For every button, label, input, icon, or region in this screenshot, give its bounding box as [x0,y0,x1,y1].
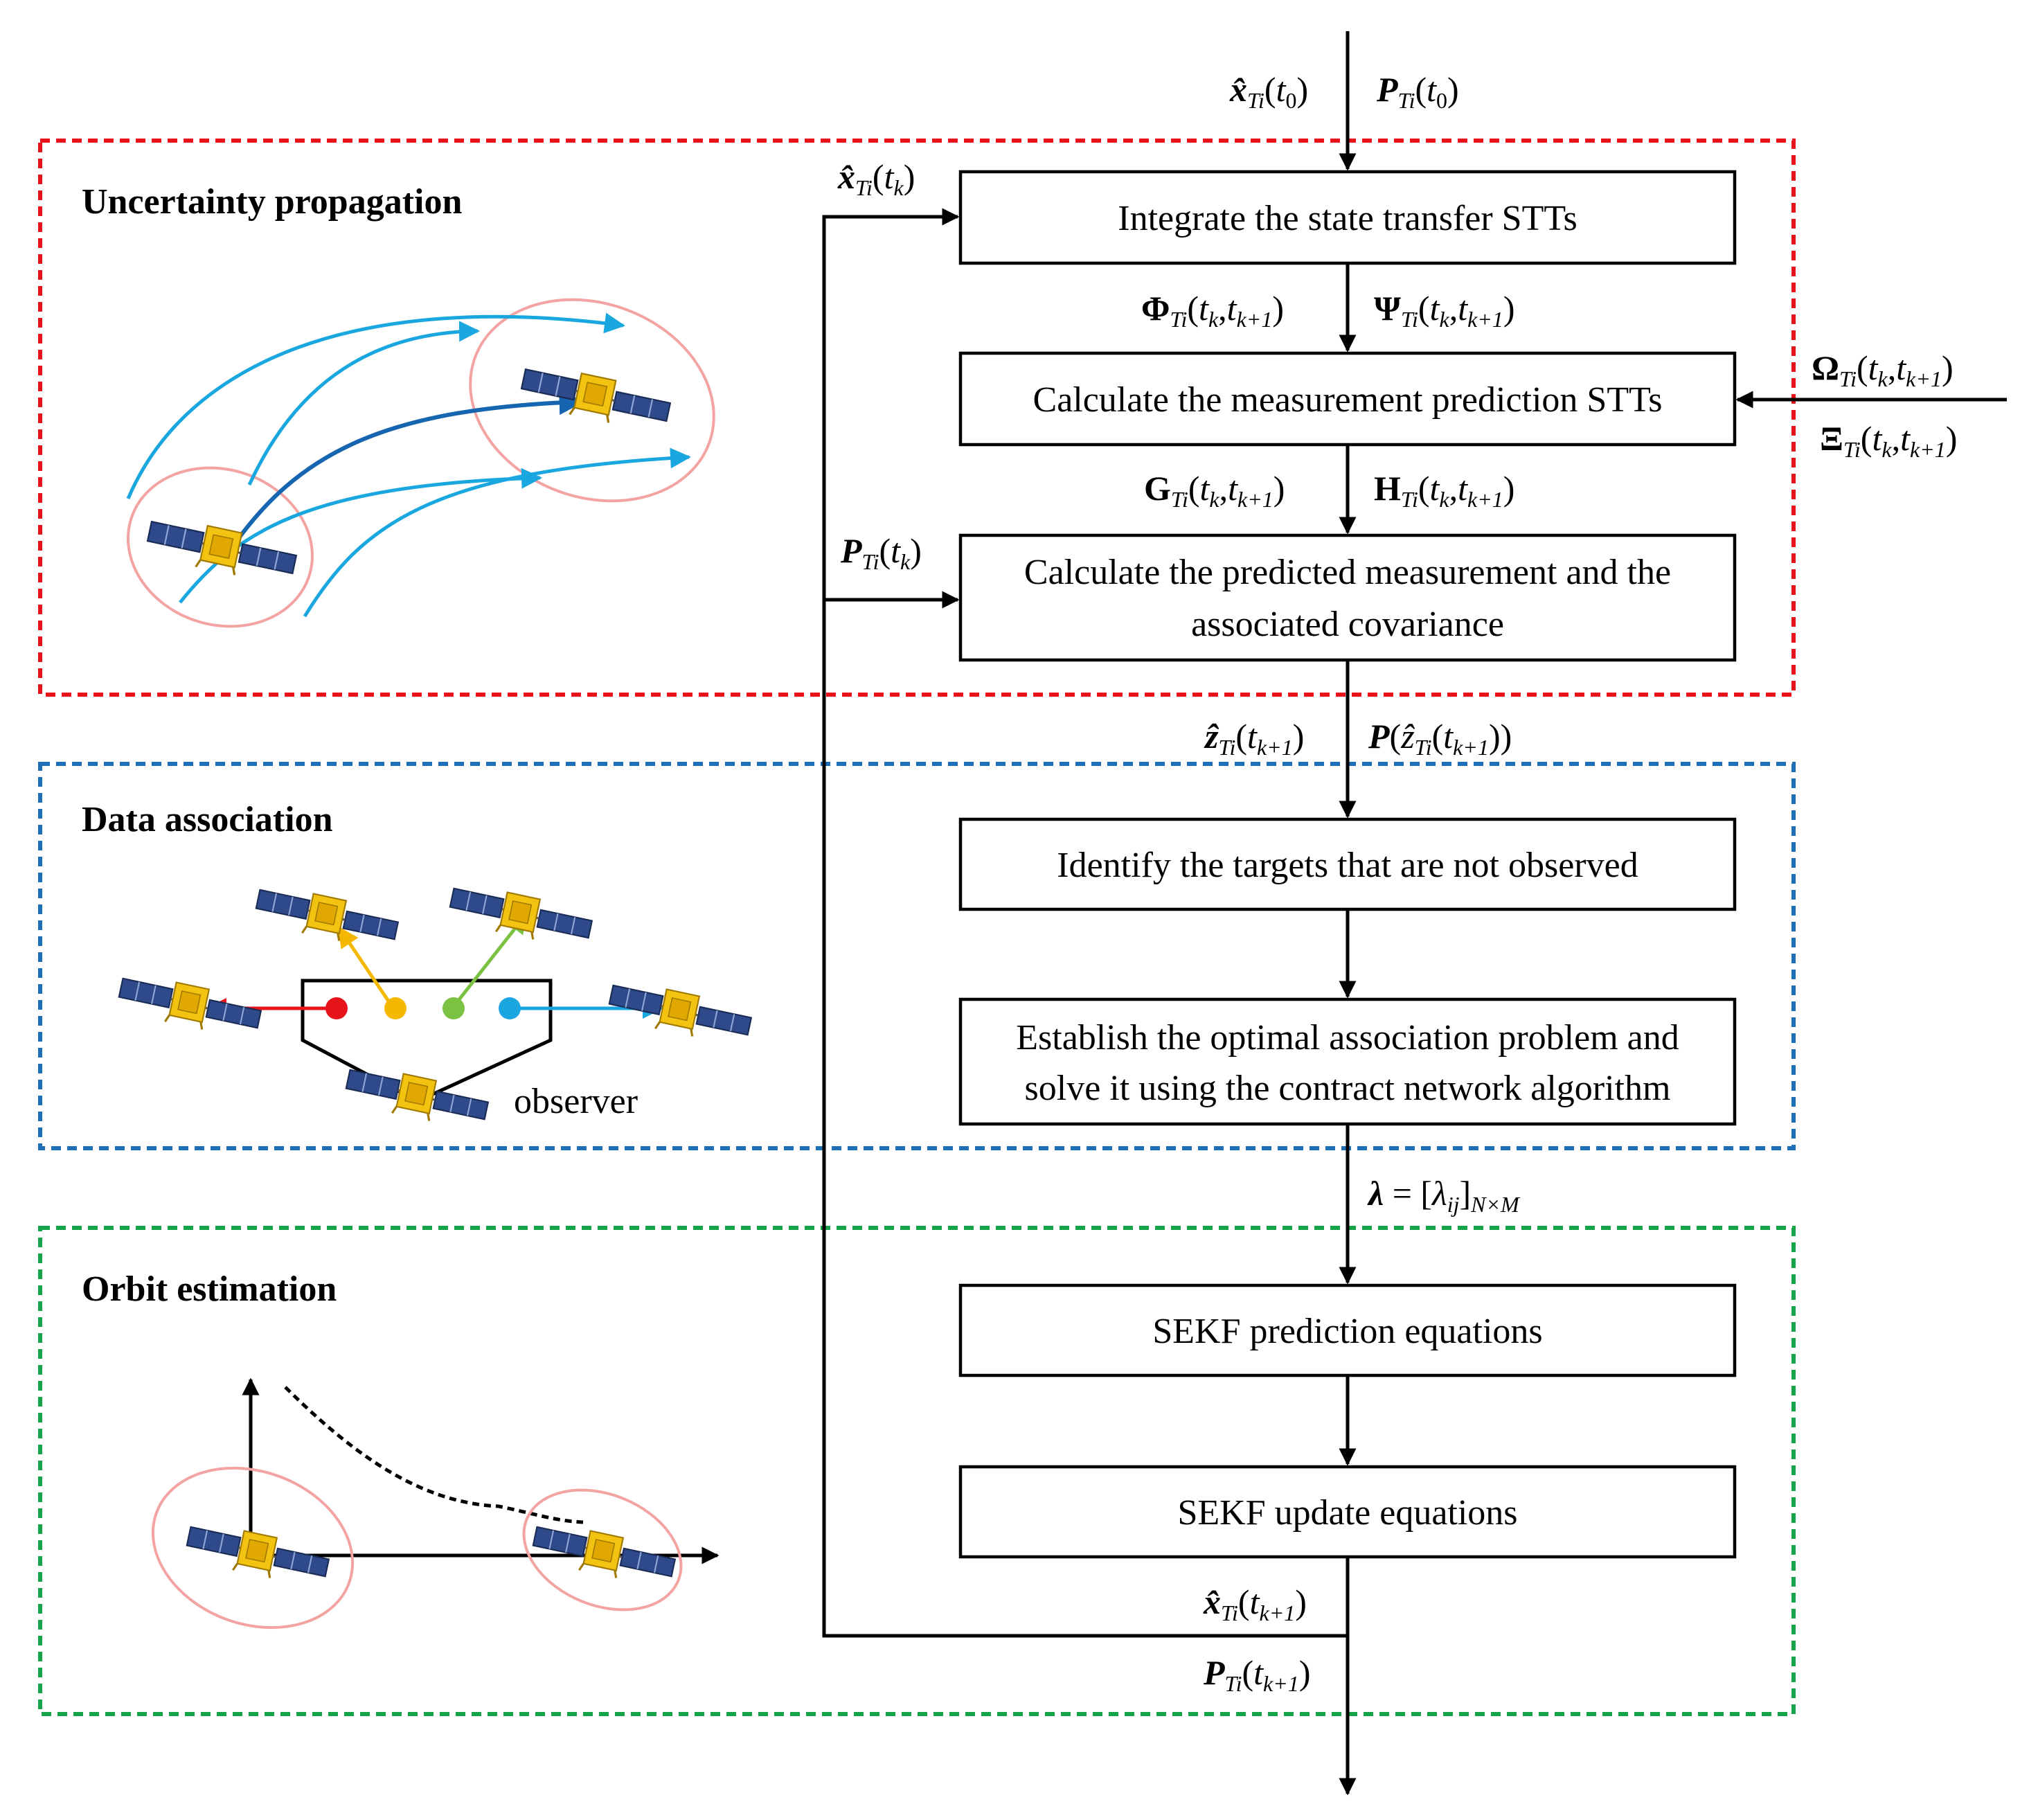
box-sekf-prediction-label: SEKF prediction equations [1152,1312,1542,1351]
box-sekf-update: SEKF update equations [958,1465,1737,1559]
label-z-hat: ẑTi(tk+1) [1204,717,1304,760]
orbit-curve-3 [226,390,584,554]
initial-estimate-ellipse [151,1466,355,1630]
uncertainty-panel-border [38,139,1796,697]
observer-field-of-view [301,979,553,1103]
label-P-tk: PTi(tk) [840,531,922,574]
satellite-icon [251,882,402,954]
measurement-dot-blue [499,997,521,1019]
label-H: HTi(tk,tk+1) [1374,469,1514,512]
estimation-panel-title: Orbit estimation [82,1269,337,1309]
association-panel-title: Data association [82,800,333,839]
box-establish: Establish the optimal association proble… [958,997,1737,1126]
satellite-icon [517,360,674,436]
satellite-icon [445,880,596,952]
orbit-curve-5 [179,467,542,604]
estimated-trajectory [284,1386,584,1524]
measurement-dot-green [443,997,465,1019]
label-G: GTi(tk,tk+1) [1144,469,1285,512]
propagated-uncertainty-ellipse [469,298,715,503]
flow-arrows [822,31,2007,1796]
label-Phi: ΦTi(tk,tk+1) [1141,289,1284,332]
label-Psi: ΨTi(tk,tk+1) [1374,289,1515,332]
box-measurement-prediction: Calculate the measurement prediction STT… [958,351,1737,447]
label-Omega: ΩTi(tk,tk+1) [1812,348,1954,391]
box-sekf-update-label: SEKF update equations [1177,1493,1517,1533]
satellite-icon [114,970,265,1042]
box-identify: Identify the targets that are not observ… [958,817,1737,911]
orbit-curve-4 [303,447,691,618]
box-predicted-measurement-line1: Calculate the predicted measurement and … [1024,553,1671,592]
box-integrate: Integrate the state transfer STTs [958,170,1737,265]
box-establish-line2: solve it using the contract network algo… [1025,1069,1671,1108]
label-P-z: P(ẑTi(tk+1)) [1368,717,1512,760]
estimation-panel-border [38,1226,1796,1716]
satellite-icon [605,977,755,1049]
label-x-tk: x̂Ti(tk) [837,157,915,200]
initial-uncertainty-ellipse [127,466,314,628]
uncertainty-illustration [126,298,715,628]
label-P-tk1: PTi(tk+1) [1203,1653,1310,1696]
observer-label: observer [514,1082,638,1121]
box-predicted-measurement-line2: associated covariance [1191,605,1504,644]
label-x-tk1: x̂Ti(tk+1) [1203,1582,1307,1625]
updated-estimate-ellipse [522,1488,683,1612]
association-illustration: observer [114,880,755,1134]
orbit-curve-2 [247,321,480,486]
label-P-t0: PTi(t0) [1376,70,1459,113]
box-establish-line1: Establish the optimal association proble… [1016,1018,1679,1058]
label-lambda: λ = [λij]N×M [1367,1174,1521,1217]
measurement-dot-red [325,997,348,1019]
measurement-dot-orange [384,997,406,1019]
box-predicted-measurement: Calculate the predicted measurement and … [958,533,1737,662]
box-measurement-prediction-label: Calculate the measurement prediction STT… [1033,380,1663,420]
box-integrate-label: Integrate the state transfer STTs [1118,199,1577,238]
box-identify-label: Identify the targets that are not observ… [1057,846,1638,885]
observer-satellite-icon [341,1062,492,1134]
uncertainty-panel-title: Uncertainty propagation [82,182,462,222]
label-Xi: ΞTi(tk,tk+1) [1820,419,1957,462]
association-panel-border [38,762,1796,1150]
estimation-illustration [151,1377,719,1630]
label-x-t0: x̂Ti(t0) [1229,70,1308,113]
orbit-curve-1 [126,312,625,499]
box-sekf-prediction: SEKF prediction equations [958,1283,1737,1377]
satellite-icon [182,1519,332,1591]
